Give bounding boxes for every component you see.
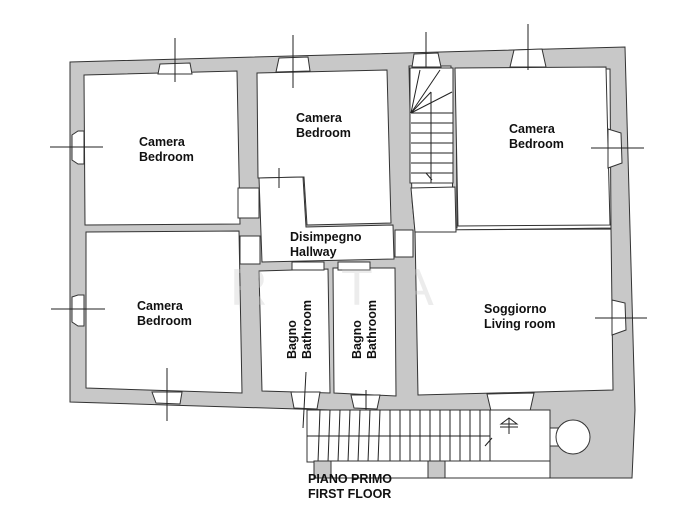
- room-label-hallway: Disimpegno Hallway: [290, 230, 362, 260]
- window: [509, 24, 547, 70]
- room-name-en: Bedroom: [509, 137, 564, 151]
- room-bathroom-2: [332, 267, 397, 397]
- room-label-bathroom-2: Bagno Bathroom: [350, 300, 380, 359]
- ledge: [444, 460, 551, 479]
- ledge: [427, 460, 446, 479]
- window: [157, 38, 193, 82]
- room-living: [414, 228, 614, 396]
- room-name-it: Camera: [137, 299, 183, 313]
- door-opening: [239, 235, 261, 265]
- room-label-bedroom-top-left: Camera Bedroom: [139, 135, 194, 165]
- room-label-bedroom-top-center: Camera Bedroom: [296, 111, 351, 141]
- window: [50, 130, 103, 165]
- door-opening: [337, 261, 371, 271]
- room-hallway: [258, 176, 395, 263]
- floor-title-en: FIRST FLOOR: [308, 487, 392, 501]
- room-name-en: Bedroom: [139, 150, 194, 164]
- window: [350, 390, 381, 410]
- room-label-bedroom-bottom-left: Camera Bedroom: [137, 299, 192, 329]
- room-name-en: Bedroom: [296, 126, 351, 140]
- door-opening: [291, 261, 325, 271]
- room-bedroom-top-center: [256, 69, 392, 226]
- room-name-en: Bathroom: [365, 299, 379, 359]
- window: [411, 32, 442, 72]
- stair-landing: [410, 186, 457, 233]
- room-name-it: Camera: [296, 111, 342, 125]
- room-name-en: Bedroom: [137, 314, 192, 328]
- room-label-bathroom-1: Bagno Bathroom: [285, 300, 315, 359]
- room-name-it: Bagno: [350, 320, 364, 359]
- door-opening: [394, 229, 414, 258]
- room-label-living: Soggiorno Living room: [484, 302, 556, 332]
- room-bedroom-top-right: [454, 66, 611, 227]
- window: [151, 368, 183, 421]
- room-label-bedroom-top-right: Camera Bedroom: [509, 122, 564, 152]
- interior-staircase: [409, 67, 454, 184]
- door-opening: [237, 187, 260, 219]
- round-column: [555, 419, 591, 455]
- window: [486, 392, 535, 412]
- room-name-en: Hallway: [290, 245, 337, 259]
- room-name-it: Soggiorno: [484, 302, 547, 316]
- window: [595, 299, 647, 336]
- room-name-it: Camera: [139, 135, 185, 149]
- window: [290, 371, 321, 429]
- room-name-en: Living room: [484, 317, 556, 331]
- floor-title: PIANO PRIMO FIRST FLOOR: [308, 472, 392, 502]
- room-name-it: Bagno: [285, 320, 299, 359]
- room-name-it: Disimpegno: [290, 230, 362, 244]
- room-name-it: Camera: [509, 122, 555, 136]
- entrance-arrow-icon: [499, 417, 519, 434]
- exterior-staircase: [306, 409, 551, 463]
- watermark: R TA: [230, 259, 464, 317]
- room-bedroom-bottom-left: [85, 230, 243, 394]
- window: [591, 128, 644, 169]
- floor-title-it: PIANO PRIMO: [308, 472, 393, 486]
- window: [51, 294, 105, 327]
- window: [275, 35, 311, 88]
- room-name-en: Bathroom: [300, 299, 314, 359]
